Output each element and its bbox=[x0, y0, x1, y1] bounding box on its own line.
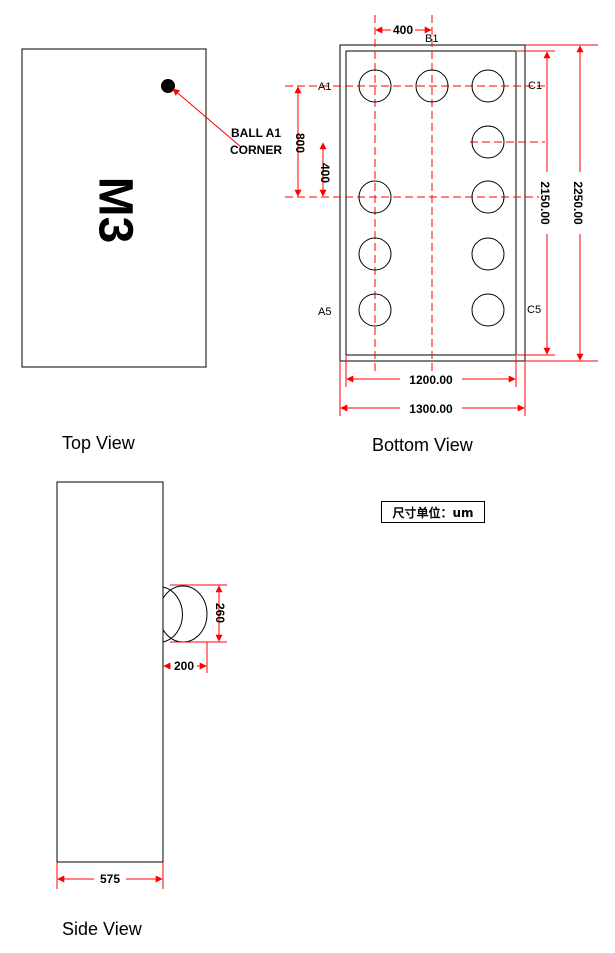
top-view-package-outline bbox=[21, 48, 207, 368]
side-view-package-outline bbox=[56, 481, 164, 863]
ball-a4 bbox=[358, 237, 392, 271]
ball-a1-label-line1: BALL A1 bbox=[231, 126, 281, 140]
ball-a3 bbox=[358, 180, 392, 214]
bottom-view-inner-outline bbox=[345, 50, 517, 356]
side-view-title: Side View bbox=[62, 919, 143, 939]
dim-outer-width-label: 1300.00 bbox=[409, 402, 453, 416]
dim-pitch-vertical-label: 400 bbox=[318, 163, 332, 183]
dim-ball-diameter-label: 260 bbox=[213, 603, 227, 623]
ball-c4 bbox=[471, 237, 505, 271]
ball-a1-dot bbox=[161, 79, 175, 93]
bottom-view-title: Bottom View bbox=[372, 435, 474, 455]
ball-b1 bbox=[415, 69, 449, 103]
device-marking: M3 bbox=[88, 177, 141, 244]
label-c5: C5 bbox=[527, 304, 541, 316]
bottom-view: A1 B1 C1 A5 C5 400 800 400 2150.00 2250.… bbox=[285, 15, 598, 455]
ball-array bbox=[358, 69, 505, 327]
ball-c1 bbox=[471, 69, 505, 103]
top-view: BALL A1 CORNER M3 Top View bbox=[21, 48, 282, 453]
dim-ball-height-label: 200 bbox=[174, 659, 194, 673]
ball-a1-leader bbox=[172, 88, 242, 148]
top-view-title: Top View bbox=[62, 433, 136, 453]
dim-outer-height-label: 2250.00 bbox=[571, 181, 585, 225]
ball-c2 bbox=[471, 125, 505, 159]
side-view: 260 200 575 Side View bbox=[56, 481, 227, 939]
ball-a5 bbox=[358, 293, 392, 327]
dim-inner-width-label: 1200.00 bbox=[409, 373, 453, 387]
center-lines bbox=[285, 15, 545, 372]
label-b1: B1 bbox=[425, 33, 438, 45]
dim-inner-height-label: 2150.00 bbox=[538, 181, 552, 225]
label-c1: C1 bbox=[528, 80, 542, 92]
ball-a1-label-line2: CORNER bbox=[230, 143, 282, 157]
dim-two-pitch-label: 800 bbox=[293, 133, 307, 153]
label-a1: A1 bbox=[318, 81, 331, 93]
label-a5: A5 bbox=[318, 306, 331, 318]
ball-c5 bbox=[471, 293, 505, 327]
dim-pitch-horizontal-label: 400 bbox=[393, 23, 413, 37]
unit-note: 尺寸单位：um bbox=[381, 501, 485, 523]
ball-c3 bbox=[471, 180, 505, 214]
ball-a1 bbox=[358, 69, 392, 103]
dim-thickness-label: 575 bbox=[100, 872, 120, 886]
